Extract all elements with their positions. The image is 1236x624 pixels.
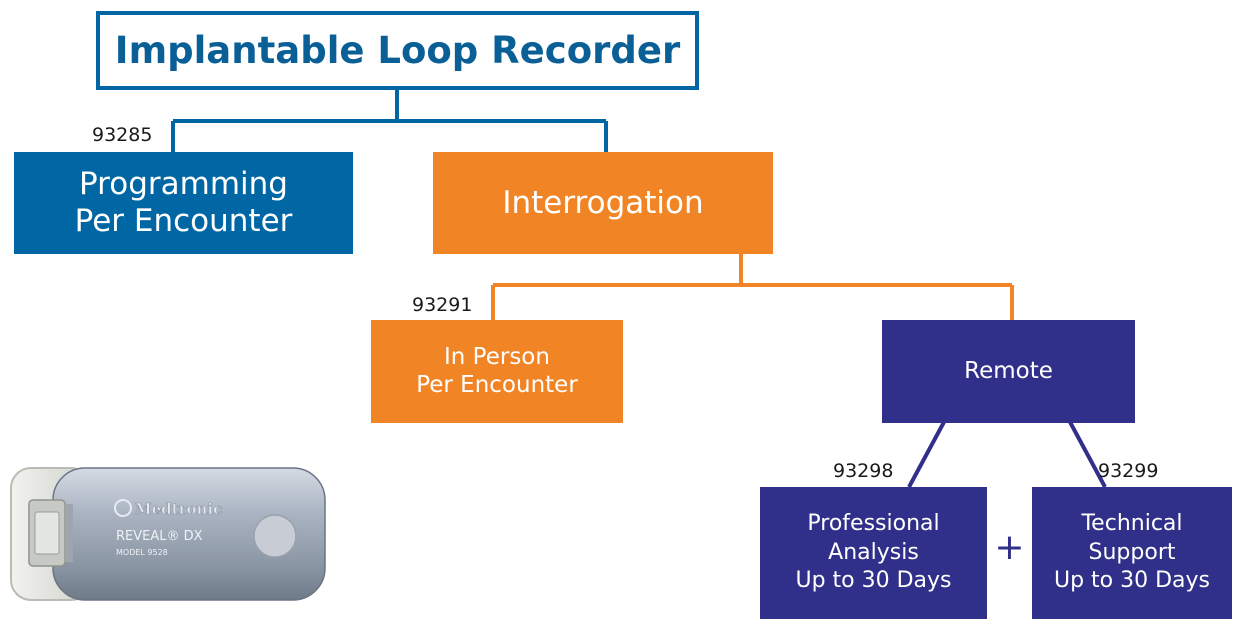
professional-line-2: Analysis xyxy=(828,539,919,565)
device-image: Medtronic REVEAL® DX MODEL 9528 xyxy=(10,467,326,601)
in-person-code: 93291 xyxy=(412,294,473,316)
professional-line-3: Up to 30 Days xyxy=(795,568,952,594)
connector-remote-to-level3 xyxy=(907,421,1107,488)
programming-line-2: Per Encounter xyxy=(74,203,293,239)
professional-line-1: Professional xyxy=(807,511,940,537)
technical-line-2: Support xyxy=(1088,539,1176,565)
professional-code: 93298 xyxy=(833,460,894,482)
remote-label: Remote xyxy=(964,357,1053,384)
programming-line-1: Programming xyxy=(79,166,288,203)
device-electrode xyxy=(253,514,297,558)
remote-box: Remote xyxy=(882,320,1135,423)
device-model: MODEL 9528 xyxy=(116,548,168,557)
interrogation-box: Interrogation xyxy=(433,152,773,254)
device-brand: Medtronic xyxy=(135,500,222,518)
interrogation-label: Interrogation xyxy=(502,184,704,221)
connector-title-to-level1 xyxy=(171,90,608,152)
diagram-title: Implantable Loop Recorder xyxy=(114,28,681,72)
technical-code: 93299 xyxy=(1098,460,1159,482)
in-person-line-1: In Person xyxy=(444,344,550,371)
plus-sign: + xyxy=(994,527,1025,568)
programming-box: Programming Per Encounter xyxy=(14,152,353,254)
medtronic-logo-icon xyxy=(114,499,132,517)
technical-line-1: Technical xyxy=(1081,511,1183,537)
title-box: Implantable Loop Recorder xyxy=(96,11,699,90)
technical-line-3: Up to 30 Days xyxy=(1053,568,1211,594)
in-person-box: In Person Per Encounter xyxy=(371,320,623,423)
connector-interrogation-to-level2 xyxy=(491,253,1014,320)
professional-box: Professional Analysis Up to 30 Days xyxy=(760,487,987,619)
programming-code: 93285 xyxy=(92,124,153,146)
technical-box: Technical Support Up to 30 Days xyxy=(1032,487,1232,619)
device-product: REVEAL® DX xyxy=(116,529,203,544)
in-person-line-2: Per Encounter xyxy=(416,371,578,398)
